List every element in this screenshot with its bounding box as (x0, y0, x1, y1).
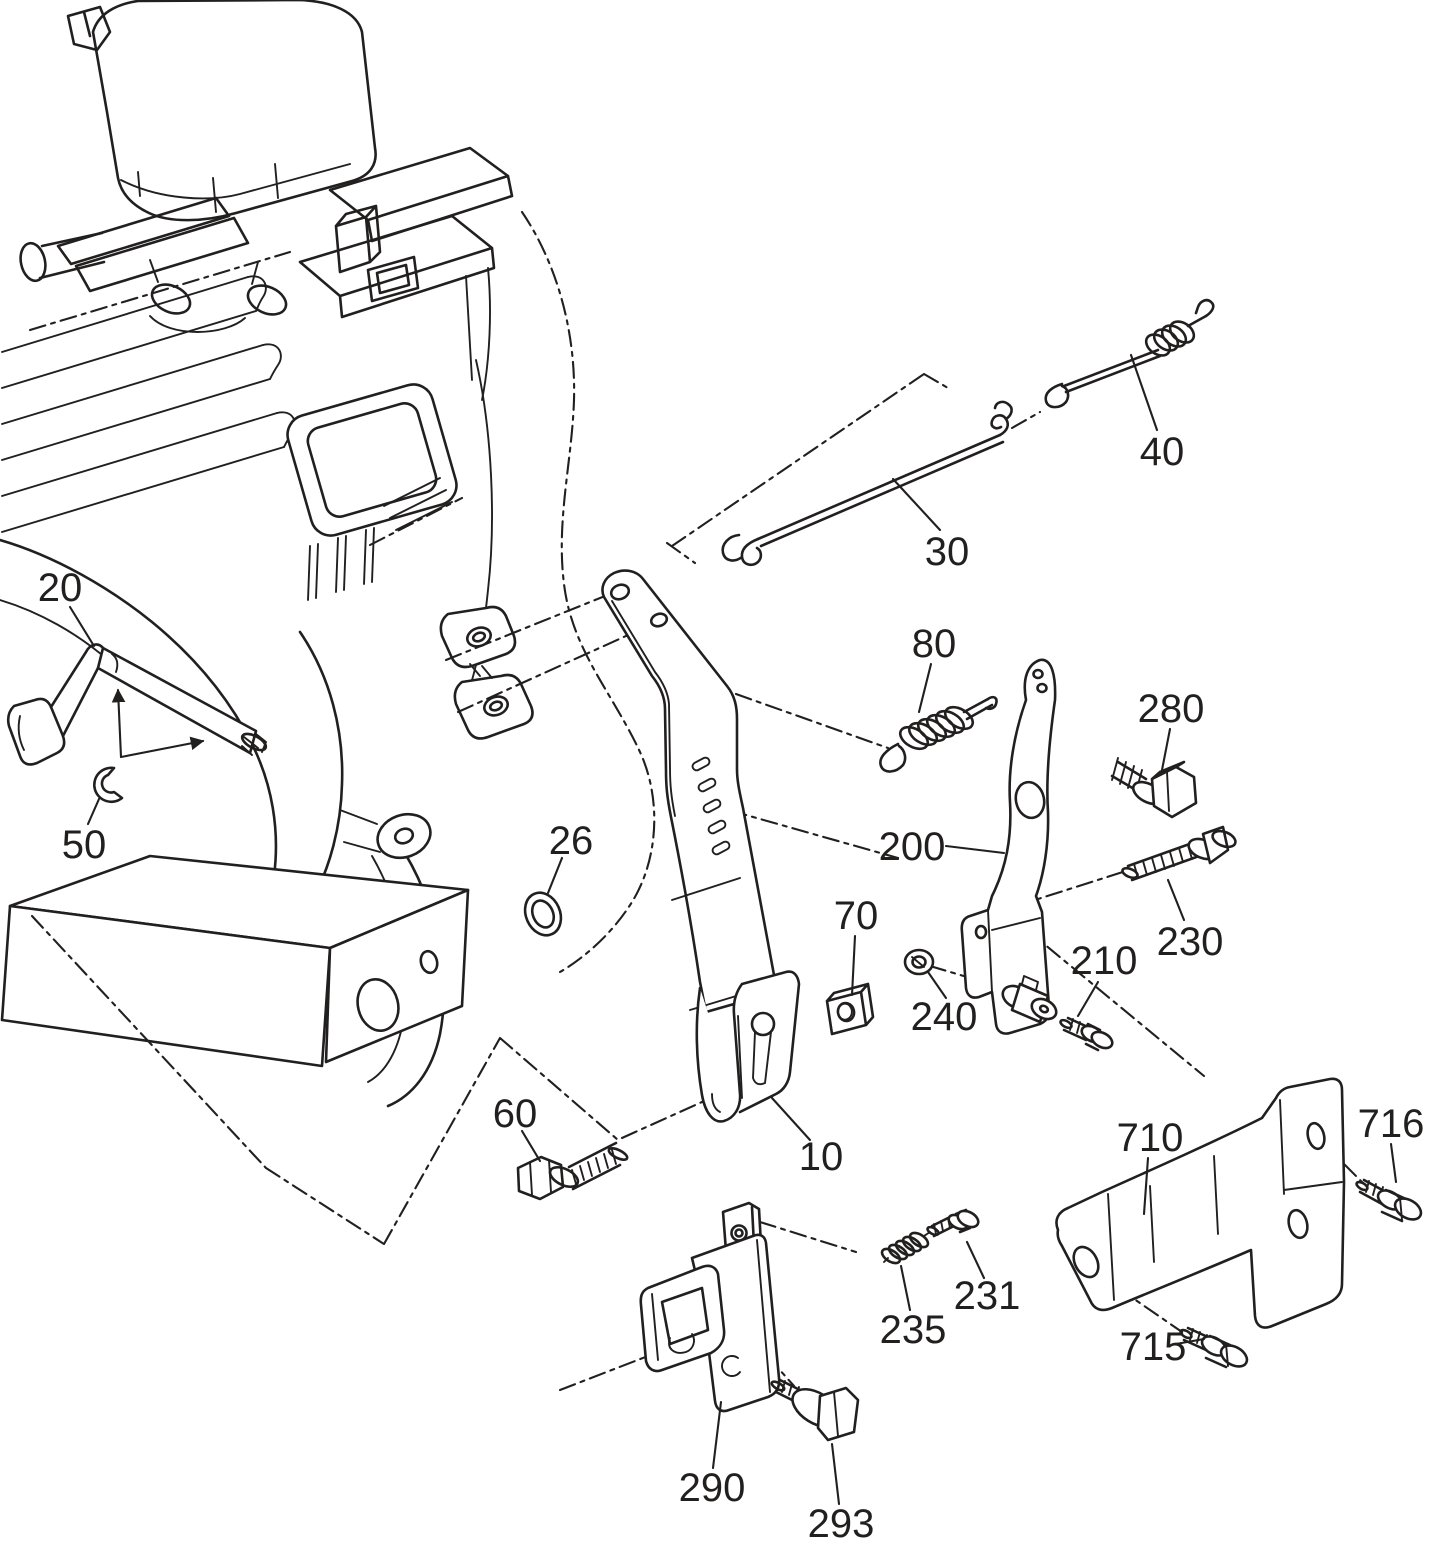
spring-40-drawing (1044, 298, 1215, 409)
bolt-715-drawing (1179, 1326, 1249, 1369)
bracket-290-drawing (639, 1201, 781, 1413)
callout-leader-lines (68, 353, 1398, 1506)
bolt-60-drawing (516, 1141, 629, 1201)
engine-block-drawing (0, 0, 656, 1108)
control-lever-drawing (960, 658, 1058, 1035)
governor-arm-drawing (601, 569, 801, 1123)
bolt-293-drawing (770, 1378, 860, 1442)
governor-shaft-drawing (6, 643, 268, 766)
bolt-231-drawing (926, 1208, 980, 1238)
spring-235-drawing (880, 1231, 931, 1265)
square-nut-drawing (825, 982, 875, 1036)
bolt-230-drawing (1121, 825, 1237, 882)
e-clip-drawing (93, 688, 205, 804)
bracket-710-drawing (1055, 1077, 1346, 1329)
nut-240-drawing (903, 948, 935, 976)
washer-drawing (523, 891, 563, 937)
bolt-210-drawing (1059, 1016, 1114, 1052)
throttle-rod-drawing (721, 400, 1013, 567)
spring-80-drawing (879, 695, 998, 773)
bolt-280-drawing (1110, 757, 1198, 819)
bolt-716-drawing (1355, 1178, 1423, 1223)
